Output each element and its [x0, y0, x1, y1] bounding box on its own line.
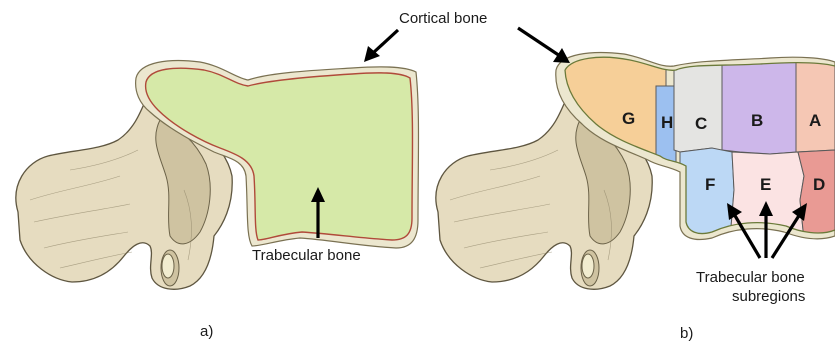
region-c [674, 60, 722, 152]
arrow-cortical-b [518, 28, 560, 56]
subregions-label-line1: Trabecular bone [696, 269, 805, 286]
region-d [798, 150, 835, 240]
cortical-bone-label: Cortical bone [399, 10, 487, 27]
process-tip-b [582, 254, 594, 278]
region-letter-h: H [661, 113, 673, 132]
region-letter-g: G [622, 109, 635, 128]
region-letter-a: A [809, 111, 821, 130]
region-b [722, 60, 796, 154]
region-letter-f: F [705, 175, 715, 194]
region-letter-d: D [813, 175, 825, 194]
arrowhead-cortical-b [553, 48, 570, 63]
trabecular-bone-label: Trabecular bone [252, 247, 361, 264]
subregions-label-line2: subregions [732, 288, 805, 305]
panel-b-label: b) [680, 325, 693, 342]
region-letter-e: E [760, 175, 771, 194]
arrow-cortical-a [373, 30, 398, 53]
region-a [796, 60, 835, 152]
process-tip-a [162, 254, 174, 278]
region-letter-c: C [695, 114, 707, 133]
panel-a-label: a) [200, 323, 213, 340]
region-letter-b: B [751, 111, 763, 130]
